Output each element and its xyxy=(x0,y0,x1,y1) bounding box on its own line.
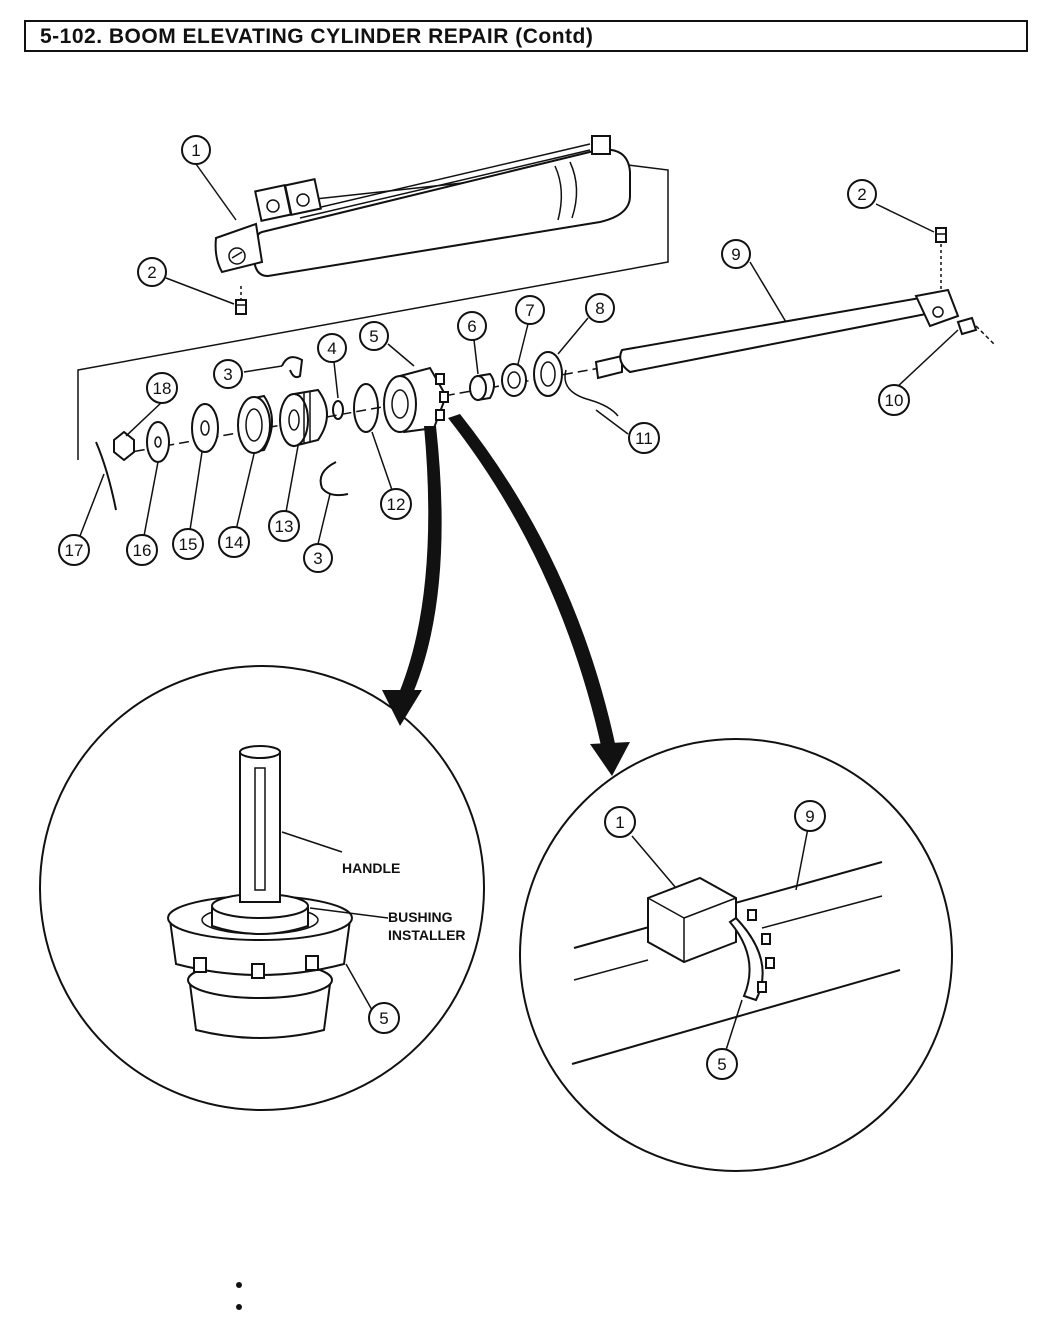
callout-3-upper: 3 xyxy=(213,359,243,389)
callout-label: 5 xyxy=(369,327,378,346)
cylinder-assembly xyxy=(214,135,631,278)
callout-label: 9 xyxy=(805,807,814,826)
callout-label: 12 xyxy=(387,495,406,514)
callout-label: 18 xyxy=(153,379,172,398)
retaining-ring-upper xyxy=(281,356,304,379)
detail-circle-right xyxy=(519,738,953,1172)
detail-arrow-left xyxy=(382,426,442,726)
callout-2-left: 2 xyxy=(137,257,167,287)
bushing-installer-label-line2: INSTALLER xyxy=(388,927,466,943)
callout-label: 5 xyxy=(379,1009,388,1028)
retaining-ring-lower xyxy=(319,461,349,497)
callout-label: 1 xyxy=(615,813,624,832)
callout-17: 17 xyxy=(58,534,90,566)
callout-14: 14 xyxy=(218,526,250,558)
callout-6: 6 xyxy=(457,311,487,341)
o-ring-large xyxy=(353,383,379,433)
callout-1: 1 xyxy=(181,135,211,165)
callout-13: 13 xyxy=(268,510,300,542)
callout-label: 3 xyxy=(313,549,322,568)
callout-3-lower: 3 xyxy=(303,543,333,573)
callout-label: 13 xyxy=(275,517,294,536)
wiper-nut-part xyxy=(533,351,563,397)
callout-10: 10 xyxy=(878,384,910,416)
callout-11: 11 xyxy=(628,422,660,454)
piston-rod-part xyxy=(594,288,960,380)
handle-label: HANDLE xyxy=(342,860,400,876)
callout-7: 7 xyxy=(515,295,545,325)
callout-label: 9 xyxy=(731,245,740,264)
callout-label: 16 xyxy=(133,541,152,560)
bushing-part xyxy=(237,394,273,454)
dot xyxy=(236,1282,242,1288)
section-title: 5-102. BOOM ELEVATING CYLINDER REPAIR (C… xyxy=(40,25,594,48)
detail-left-callout-5: 5 xyxy=(368,1002,400,1034)
callout-label: 8 xyxy=(595,299,604,318)
detail-right-callout-1: 1 xyxy=(604,806,636,838)
wire-part xyxy=(564,369,619,417)
detail-right-callout-5: 5 xyxy=(706,1048,738,1080)
callout-label: 1 xyxy=(191,141,200,160)
bushing-installer-detail xyxy=(167,745,389,1039)
callout-label: 4 xyxy=(327,339,336,358)
continuation-dots xyxy=(236,1282,242,1326)
detail-right-callout-9: 9 xyxy=(794,800,826,832)
callout-label: 3 xyxy=(223,365,232,384)
detail-circle-left xyxy=(39,665,485,1111)
callout-4: 4 xyxy=(317,333,347,363)
nut-part xyxy=(113,430,135,462)
callout-label: 6 xyxy=(467,317,476,336)
callout-label: 5 xyxy=(717,1055,726,1074)
callout-label: 15 xyxy=(179,535,198,554)
callout-label: 2 xyxy=(147,263,156,282)
dot xyxy=(236,1304,242,1310)
callout-label: 2 xyxy=(857,185,866,204)
callout-15: 15 xyxy=(172,528,204,560)
gland-part xyxy=(383,366,449,434)
lock-wire-part xyxy=(95,441,117,511)
callout-8: 8 xyxy=(585,293,615,323)
rod-block-detail xyxy=(571,827,901,1065)
grease-fitting-left xyxy=(235,286,247,315)
callout-label: 11 xyxy=(635,429,653,448)
leader-lines xyxy=(79,163,959,545)
callout-16: 16 xyxy=(126,534,158,566)
callout-5: 5 xyxy=(359,321,389,351)
rod-spacer-part xyxy=(469,372,495,402)
section-header: 5-102. BOOM ELEVATING CYLINDER REPAIR (C… xyxy=(24,20,1028,52)
callout-label: 17 xyxy=(65,541,84,560)
callout-2-right: 2 xyxy=(847,179,877,209)
callout-18: 18 xyxy=(146,372,178,404)
detail-arrow-right xyxy=(448,414,630,776)
callout-label: 10 xyxy=(885,391,904,410)
callout-9: 9 xyxy=(721,239,751,269)
exploded-centerline xyxy=(119,367,601,455)
rod-pin-part xyxy=(956,316,978,336)
grease-fitting-right xyxy=(935,227,947,290)
washer-part xyxy=(146,421,170,463)
callout-12: 12 xyxy=(380,488,412,520)
rod-seal-part xyxy=(501,363,527,397)
callout-label: 7 xyxy=(525,301,534,320)
callout-label: 14 xyxy=(225,533,244,552)
piston-part xyxy=(279,388,328,448)
bushing-installer-label-line1: BUSHING xyxy=(388,909,453,925)
spacer-part xyxy=(191,403,219,453)
o-ring-small xyxy=(332,400,344,420)
